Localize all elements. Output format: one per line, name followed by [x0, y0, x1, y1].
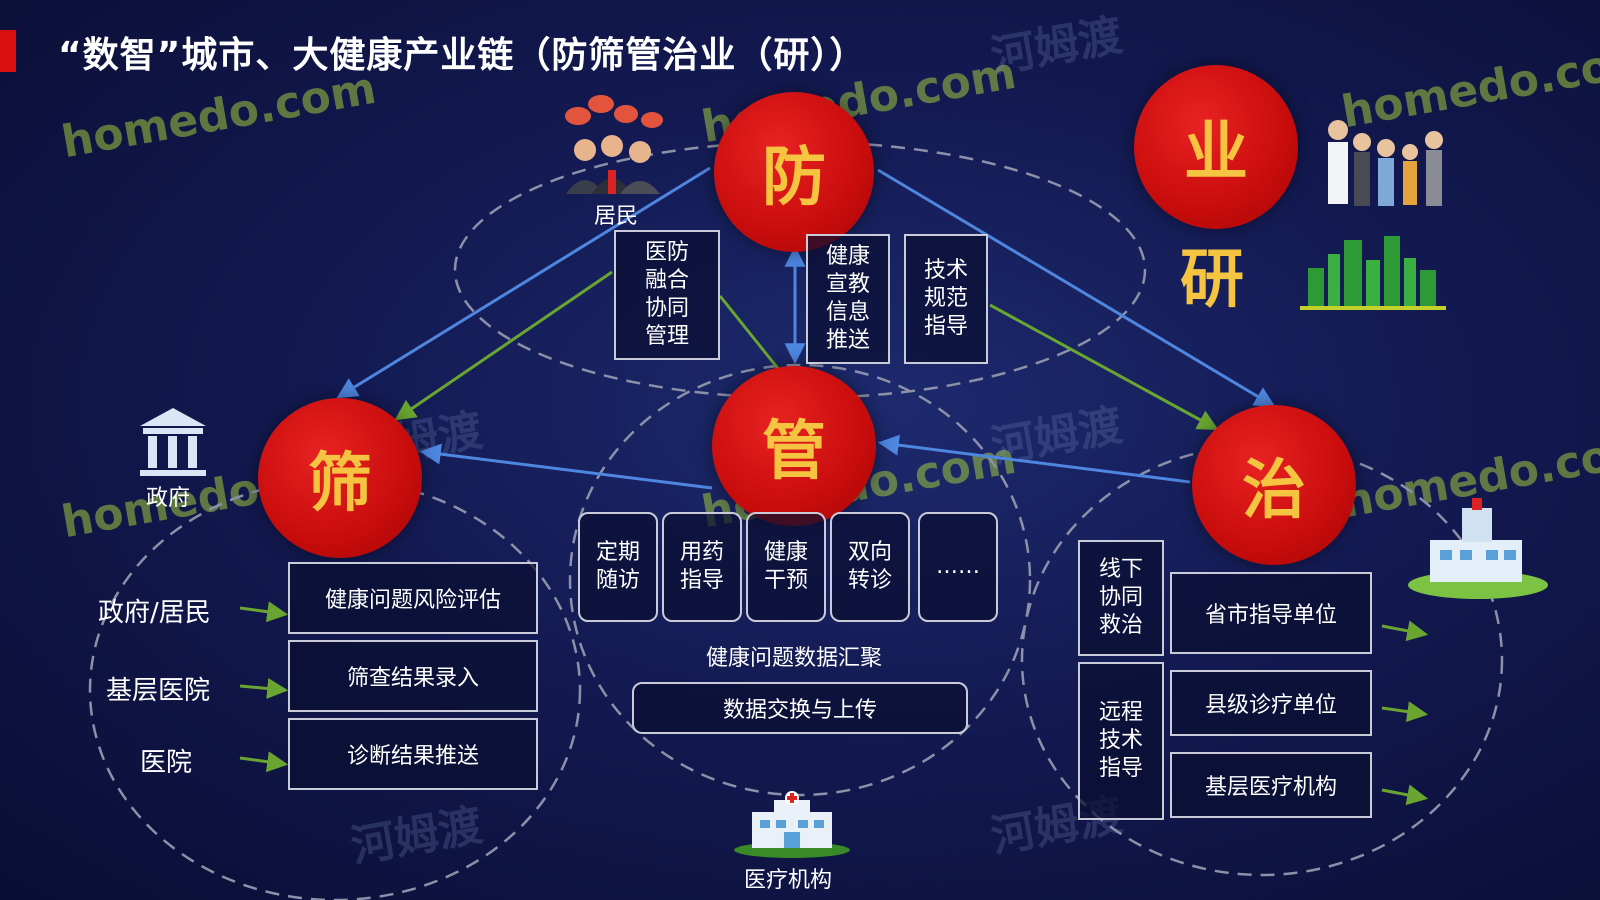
arrow-fang-to-zhi: [877, 168, 1276, 408]
residents-label: 居民: [594, 204, 639, 229]
guan-box-more: ……: [918, 512, 998, 622]
zhi-box-offline-rescue: 线下 协同 救治: [1078, 540, 1164, 656]
arrow-green-to-zhi: [989, 303, 1219, 431]
guan-region-ellipse: [568, 363, 1032, 797]
guan-box-referral: 双向 转诊: [830, 512, 910, 622]
node-shai-screening: 筛: [258, 398, 422, 558]
hospital-icon: [734, 791, 850, 858]
zhi-box-county-unit: 县级诊疗单位: [1170, 670, 1372, 736]
government-building-icon: [140, 408, 206, 476]
arrow-fang-to-shai: [336, 166, 711, 399]
arrow-source-3: [239, 751, 289, 773]
source-gov-residents: 政府/居民: [98, 598, 211, 628]
arrow-source-1: [239, 601, 289, 623]
residents-icon: [565, 95, 663, 194]
source-hospital: 医院: [140, 748, 193, 778]
node-zhi-treatment: 治: [1192, 405, 1356, 565]
guan-box-medication: 用药 指导: [662, 512, 742, 622]
guan-box-intervention: 健康 干预: [746, 512, 826, 622]
city-skyline-icon: [1300, 236, 1446, 310]
fang-box-technical-guidance: 技术 规范 指导: [904, 234, 988, 364]
fang-box-health-education: 健康 宣教 信息 推送: [806, 234, 890, 364]
shai-region-ellipse: [88, 478, 582, 900]
arrow-zhi-to-guan: [877, 434, 1191, 484]
fang-box-coordination: 医防 融合 协同 管理: [614, 230, 720, 360]
arrow-green-to-shai: [394, 270, 613, 421]
node-ye-industry: 业: [1134, 65, 1298, 229]
arrow-out-2: [1381, 701, 1429, 723]
title-accent-bar: [0, 30, 16, 72]
government-label: 政府: [146, 486, 191, 511]
arrow-guan-to-shai: [419, 443, 713, 490]
shai-box-screening-entry: 筛查结果录入: [288, 640, 538, 712]
shai-box-diagnosis-push: 诊断结果推送: [288, 718, 538, 790]
arrow-out-1: [1381, 620, 1429, 642]
node-fang-prevention: 防: [714, 92, 874, 252]
medical-institution-label: 医疗机构: [744, 868, 833, 893]
arrow-source-2: [239, 678, 289, 699]
page-title: “数智”城市、大健康产业链（防筛管治业（研））: [58, 35, 867, 76]
guan-box-data-exchange: 数据交换与上传: [632, 682, 968, 734]
zhi-box-remote-guidance: 远程 技术 指导: [1078, 662, 1164, 820]
hospital-island-icon: [1408, 498, 1548, 599]
arrow-out-3: [1381, 784, 1429, 806]
shai-box-risk-assessment: 健康问题风险评估: [288, 562, 538, 634]
guan-data-aggregation: 健康问题数据汇聚: [706, 646, 883, 671]
source-grassroots-hospital: 基层医院: [106, 676, 211, 706]
guan-box-follow-up: 定期 随访: [578, 512, 658, 622]
people-group-icon: [1328, 120, 1443, 206]
zhi-box-provincial-unit: 省市指导单位: [1170, 572, 1372, 654]
node-guan-management: 管: [712, 366, 876, 526]
zhi-box-grassroots-unit: 基层医疗机构: [1170, 752, 1372, 818]
zhi-region-ellipse: [1020, 443, 1504, 877]
node-yan-research: 研: [1180, 242, 1244, 317]
